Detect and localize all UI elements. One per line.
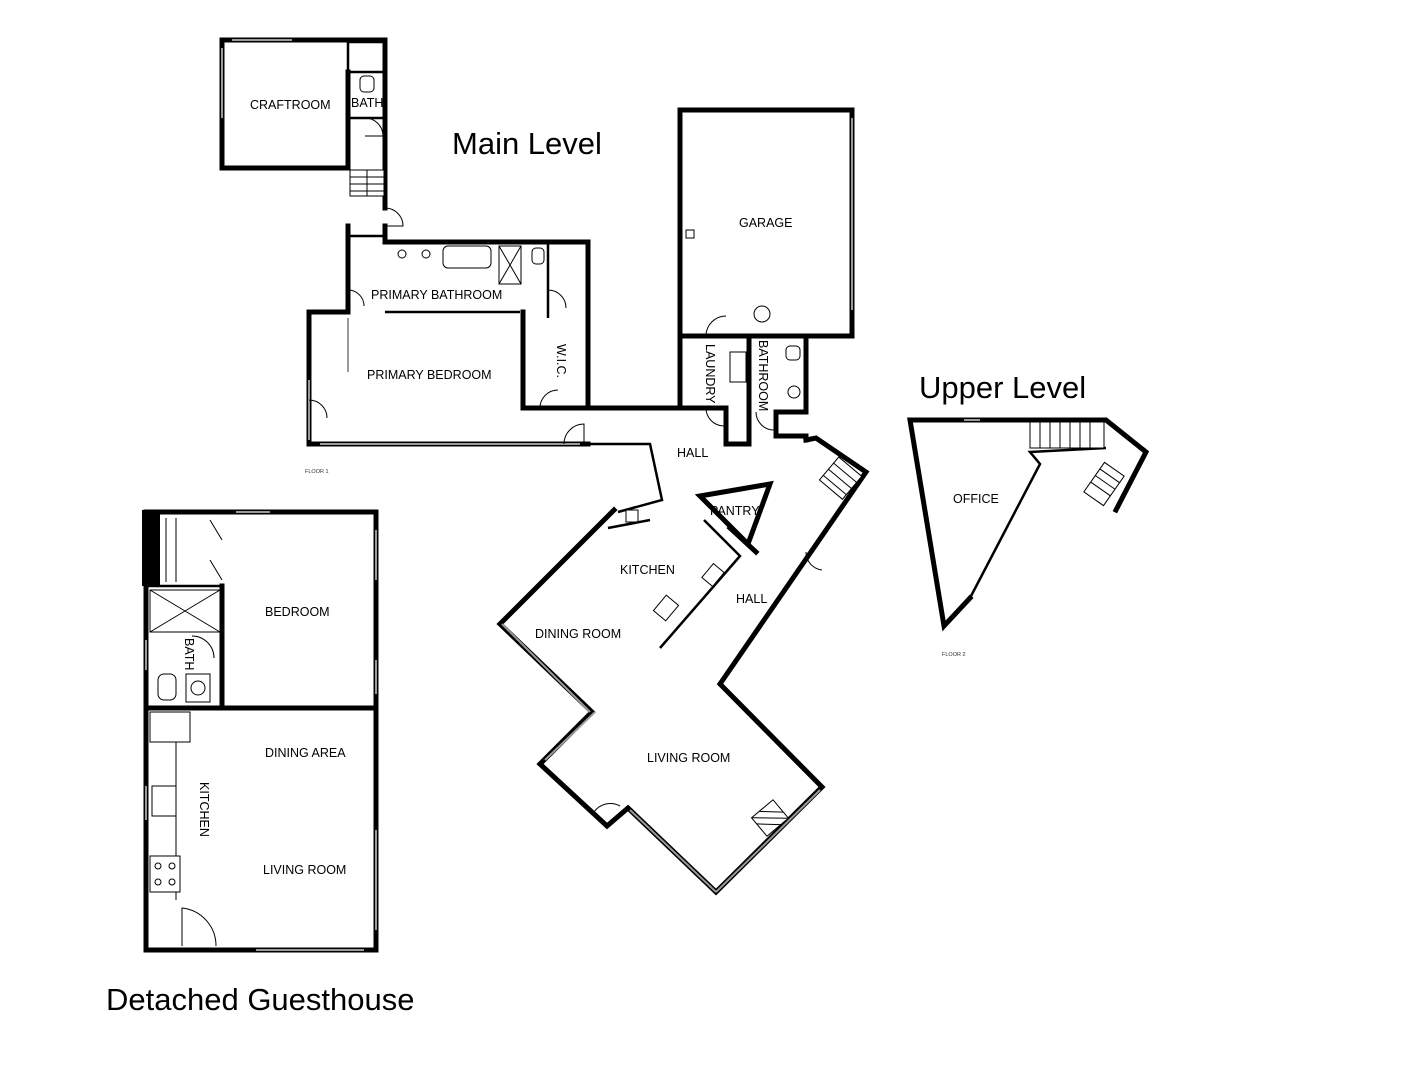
- floor-tag-main: FLOOR 1: [305, 469, 329, 475]
- floor-tag-upper: FLOOR 2: [942, 652, 966, 658]
- fridge-icon: [652, 594, 680, 622]
- garage-door-swing: [705, 315, 727, 337]
- room-label-garage: GARAGE: [739, 216, 793, 230]
- wic-door-swing: [547, 289, 567, 309]
- stair-icon: [349, 169, 385, 197]
- fireplace-icon: [750, 799, 790, 837]
- hall-door-swing: [384, 207, 404, 227]
- sink-icon-2: [421, 249, 431, 259]
- laundry-lower-wall: [677, 405, 752, 447]
- toilet-icon: [531, 247, 545, 265]
- room-label-guest-bedroom: BEDROOM: [265, 605, 330, 619]
- hall-door-swing-3: [805, 551, 823, 571]
- sink-icon: [397, 249, 407, 259]
- room-label-bathroom: BATHROOM: [756, 340, 770, 411]
- panel-icon: [685, 229, 695, 239]
- room-label-guest-bath: BATH: [182, 638, 196, 670]
- room-label-primary-bathroom: PRIMARY BATHROOM: [371, 288, 502, 302]
- room-label-kitchen: KITCHEN: [620, 563, 675, 577]
- living-window: [544, 711, 596, 761]
- guesthouse: [142, 509, 379, 953]
- entry-door-swing: [181, 907, 217, 947]
- room-label-wic: W.I.C.: [554, 344, 568, 378]
- washer-dryer-icon: [729, 351, 747, 383]
- living-door-swing: [593, 803, 621, 813]
- office-railing: [968, 446, 1107, 599]
- kitchen-counter: [659, 519, 742, 649]
- guesthouse-wall-solid: [142, 510, 160, 586]
- room-label-hall-upper: HALL: [677, 446, 708, 460]
- hall-angled-wall: [588, 442, 664, 514]
- room-label-living-room: LIVING ROOM: [647, 751, 730, 765]
- living-window-2: [629, 809, 717, 893]
- room-label-primary-bedroom: PRIMARY BEDROOM: [367, 368, 492, 382]
- exterior-door-swing: [308, 399, 328, 419]
- stove-icon: [701, 562, 725, 588]
- stair-icon: [1029, 421, 1105, 449]
- upper-level: [907, 417, 1150, 632]
- room-label-laundry: LAUNDRY: [703, 344, 717, 404]
- guesthouse-title: Detached Guesthouse: [106, 982, 415, 1017]
- wic-lower-door-swing: [539, 389, 559, 409]
- sink-bowl: [190, 680, 206, 696]
- stair-icon: [818, 456, 863, 500]
- kitchen-living-walls: [496, 435, 870, 896]
- craftroom-walls: [219, 37, 388, 211]
- bath-door-swing: [191, 635, 215, 659]
- office-walls: [907, 417, 1150, 632]
- laundry-door-swing: [705, 407, 725, 427]
- bathtub-icon: [442, 245, 492, 269]
- living-window-3: [715, 789, 821, 893]
- pantry-wall-extra: [726, 524, 760, 556]
- room-label-pantry: PANTRY: [710, 504, 760, 518]
- room-label-office: OFFICE: [953, 492, 999, 506]
- main-level-title: Main Level: [452, 126, 602, 161]
- room-label-hall-lower: HALL: [736, 592, 767, 606]
- dining-window: [501, 623, 591, 713]
- room-label-guest-dining: DINING AREA: [265, 746, 346, 760]
- room-label-bath: BATH: [351, 96, 383, 110]
- toilet-icon: [785, 345, 801, 361]
- main-level: [219, 37, 870, 896]
- sink-icon-2: [151, 785, 177, 817]
- toilet-icon: [157, 673, 177, 701]
- sink-icon: [625, 509, 639, 523]
- fridge-icon: [149, 711, 191, 743]
- stove-icon: [149, 855, 181, 893]
- room-label-craftroom: CRAFTROOM: [250, 98, 331, 112]
- room-label-guest-living: LIVING ROOM: [263, 863, 346, 877]
- bathroom-door-swing: [755, 411, 775, 431]
- room-label-guest-kitchen: KITCHEN: [197, 782, 211, 837]
- bathroom-door-swing: [347, 289, 365, 307]
- stair-icon-2: [1083, 461, 1125, 507]
- hall-door-swing-2: [563, 423, 585, 445]
- pantry-walls: [694, 480, 774, 549]
- closet-door-swing: [209, 519, 223, 581]
- bath-door-swing: [364, 117, 384, 137]
- water-heater-icon: [753, 305, 771, 323]
- room-label-dining-room: DINING ROOM: [535, 627, 621, 641]
- sink-icon: [787, 385, 801, 399]
- toilet-icon: [359, 75, 375, 93]
- closet-walls: [346, 40, 387, 74]
- kitchen-peninsula: [607, 518, 651, 530]
- upper-level-title: Upper Level: [919, 370, 1086, 405]
